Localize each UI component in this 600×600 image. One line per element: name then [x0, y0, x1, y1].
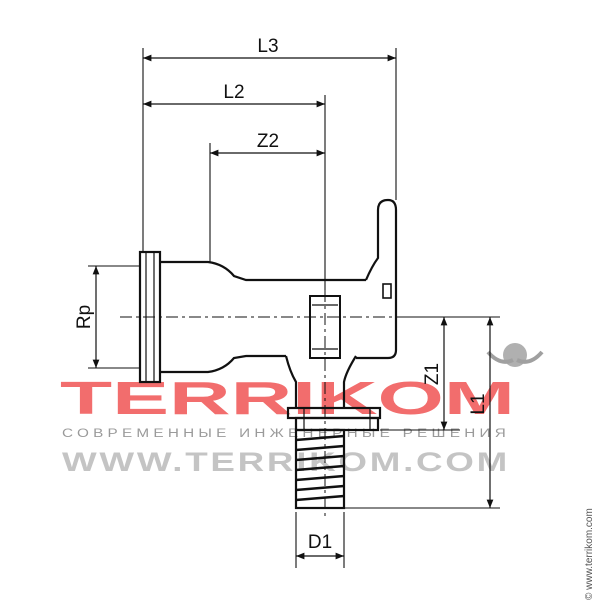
dimension-labels: L3 L2 Z2 Rp Z1 L1 D1	[74, 36, 489, 553]
side-credit: © www.terrikom.com	[584, 508, 595, 600]
dim-label-d1: D1	[308, 532, 332, 553]
watermark: TERRIKOM СОВРЕМЕННЫЕ ИНЖЕНЕРНЫЕ РЕШЕНИЯ …	[60, 343, 544, 477]
dim-label-l2: L2	[223, 82, 244, 103]
watermark-emblem-icon	[486, 343, 544, 367]
dimension-lines	[92, 54, 494, 560]
dim-label-l1: L1	[468, 393, 489, 414]
dim-label-z1: Z1	[422, 363, 443, 385]
dim-label-z2: Z2	[257, 131, 279, 152]
dim-label-rp: Rp	[74, 305, 95, 329]
watermark-tagline: СОВРЕМЕННЫЕ ИНЖЕНЕРНЫЕ РЕШЕНИЯ	[62, 428, 510, 440]
watermark-url: WWW.TERRIKOM.COM	[62, 447, 510, 477]
center-lines	[120, 290, 430, 520]
extension-lines	[88, 48, 500, 568]
dim-label-l3: L3	[257, 36, 278, 57]
fitting-body	[138, 198, 398, 510]
